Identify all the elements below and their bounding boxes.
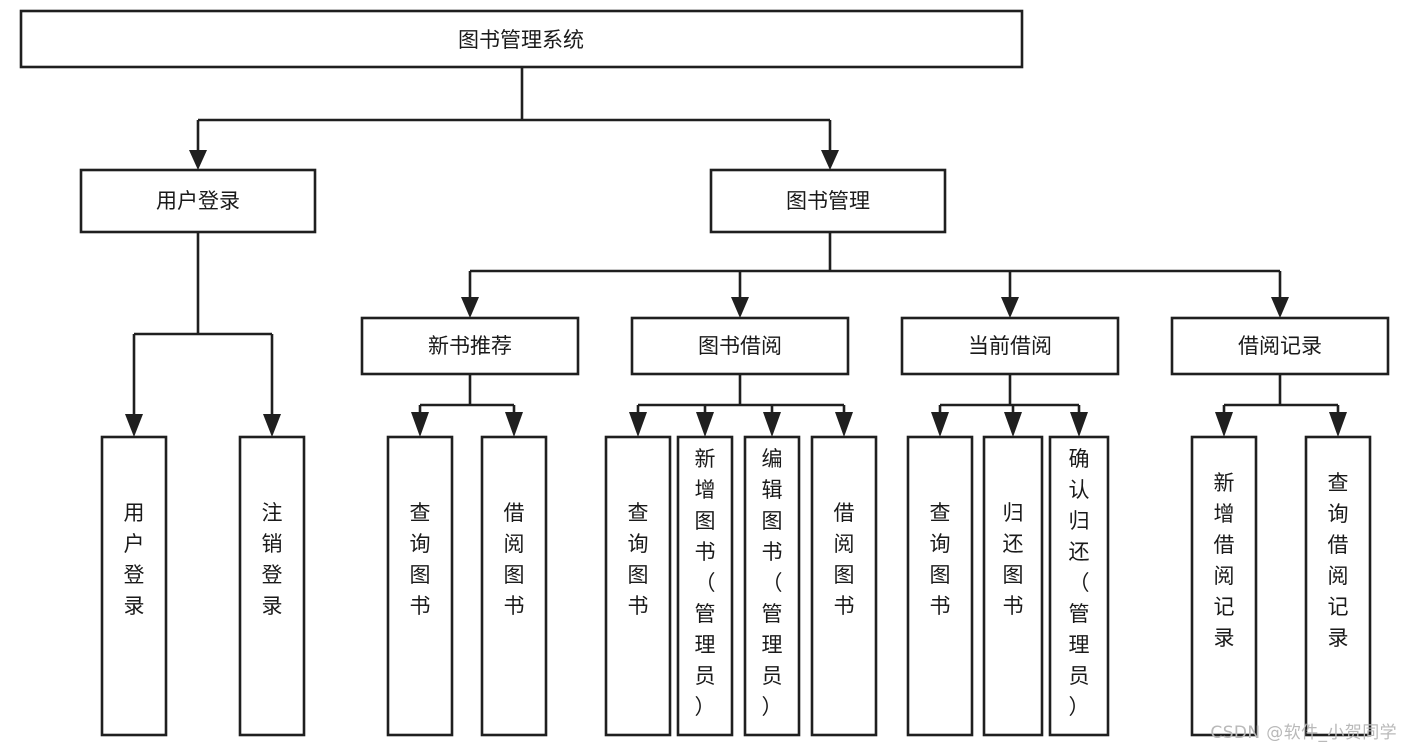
arrowhead-current-borrow (1001, 297, 1019, 318)
arrowhead-leaf-query-record (1329, 412, 1347, 437)
node-leaf-query-book-1[interactable]: 查询图书 (386, 435, 454, 737)
node-new-book-rec-box[interactable] (360, 316, 580, 376)
arrowhead-leaf-add-record (1215, 412, 1233, 437)
node-leaf-logout[interactable]: 注销登录 (238, 435, 306, 737)
node-leaf-user-login-label: 用户登录 (124, 501, 145, 618)
node-leaf-logout-box[interactable] (238, 435, 306, 737)
node-current-borrow[interactable]: 当前借阅 (900, 316, 1120, 376)
arrowhead-leaf-edit-book (763, 412, 781, 437)
arrowhead-book-borrow (731, 297, 749, 318)
arrowhead-user-login (189, 150, 207, 170)
node-leaf-borrow-book-1-label: 借阅图书 (504, 501, 525, 618)
node-leaf-query-record-label: 查询借阅记录 (1328, 471, 1349, 650)
arrowhead-leaf-logout (263, 414, 281, 437)
arrowhead-leaf-confirm-return (1070, 412, 1088, 437)
node-leaf-query-book-1-label: 查询图书 (410, 501, 431, 618)
node-leaf-edit-book-label: 编辑图书（管理员） (762, 447, 783, 719)
node-current-borrow-box[interactable] (900, 316, 1120, 376)
csdn-watermark: CSDN @软件_小贺同学 (1210, 723, 1397, 743)
node-leaf-return-book[interactable]: 归还图书 (982, 435, 1044, 737)
node-leaf-query-book-3-label: 查询图书 (930, 501, 951, 618)
arrowhead-new-book-rec (461, 297, 479, 318)
node-leaf-add-book[interactable]: 新增图书（管理员） (676, 435, 734, 737)
connector-group-book-borrow (629, 374, 853, 437)
node-leaf-user-login-box[interactable] (100, 435, 168, 737)
node-book-borrow[interactable]: 图书借阅 (630, 316, 850, 376)
node-leaf-query-book-2-box[interactable] (604, 435, 672, 737)
arrowhead-leaf-return-book (1004, 412, 1022, 437)
arrowhead-borrow-record (1271, 297, 1289, 318)
arrowhead-leaf-query-book-2 (629, 412, 647, 437)
node-leaf-add-record[interactable]: 新增借阅记录 (1190, 435, 1258, 737)
node-leaf-confirm-return[interactable]: 确认归还（管理员） (1048, 435, 1110, 737)
node-leaf-return-book-label: 归还图书 (1003, 501, 1024, 618)
node-leaf-borrow-book-2[interactable]: 借阅图书 (810, 435, 878, 737)
arrowhead-book-manage (821, 150, 839, 170)
node-leaf-confirm-return-box[interactable] (1048, 435, 1110, 737)
node-leaf-borrow-book-2-box[interactable] (810, 435, 878, 737)
connector-group-user-login (125, 232, 281, 437)
node-book-manage-label: 图书管理 (786, 189, 870, 213)
connector-group-borrow-record (1215, 374, 1347, 437)
node-leaf-add-book-box[interactable] (676, 435, 734, 737)
node-leaf-add-record-label: 新增借阅记录 (1214, 471, 1235, 650)
arrowhead-leaf-user-login (125, 414, 143, 437)
node-book-borrow-label: 图书借阅 (698, 334, 782, 358)
node-leaf-add-book-label: 新增图书（管理员） (695, 447, 716, 719)
arrowhead-leaf-borrow-book-2 (835, 412, 853, 437)
node-leaf-edit-book-box[interactable] (743, 435, 801, 737)
connector-group-current-borrow (931, 374, 1088, 437)
node-new-book-rec[interactable]: 新书推荐 (360, 316, 580, 376)
node-root-label: 图书管理系统 (458, 28, 584, 52)
arrowhead-leaf-query-book-1 (411, 412, 429, 437)
node-borrow-record[interactable]: 借阅记录 (1170, 316, 1390, 376)
node-leaf-query-book-2-label: 查询图书 (628, 501, 649, 618)
node-leaf-borrow-book-1[interactable]: 借阅图书 (480, 435, 548, 737)
node-borrow-record-label: 借阅记录 (1238, 334, 1322, 358)
node-root-box[interactable] (19, 9, 1024, 69)
node-leaf-edit-book[interactable]: 编辑图书（管理员） (743, 435, 801, 737)
arrowhead-leaf-query-book-3 (931, 412, 949, 437)
node-book-borrow-box[interactable] (630, 316, 850, 376)
node-leaf-borrow-book-1-box[interactable] (480, 435, 548, 737)
node-leaf-query-book-3[interactable]: 查询图书 (906, 435, 974, 737)
node-user-login[interactable]: 用户登录 (79, 168, 317, 234)
node-leaf-return-book-box[interactable] (982, 435, 1044, 737)
connector-group-root (189, 67, 839, 170)
node-leaf-query-record-box[interactable] (1304, 435, 1372, 737)
node-user-login-box[interactable] (79, 168, 317, 234)
node-leaf-add-record-box[interactable] (1190, 435, 1258, 737)
node-leaf-query-book-3-box[interactable] (906, 435, 974, 737)
arrowhead-leaf-borrow-book-1 (505, 412, 523, 437)
node-book-manage[interactable]: 图书管理 (709, 168, 947, 234)
node-leaf-logout-label: 注销登录 (262, 501, 283, 618)
node-leaf-confirm-return-label: 确认归还（管理员） (1069, 447, 1090, 719)
node-book-manage-box[interactable] (709, 168, 947, 234)
node-leaf-query-book-1-box[interactable] (386, 435, 454, 737)
node-leaf-query-book-2[interactable]: 查询图书 (604, 435, 672, 737)
arrowhead-leaf-add-book (696, 412, 714, 437)
node-leaf-query-record[interactable]: 查询借阅记录 (1304, 435, 1372, 737)
node-root[interactable]: 图书管理系统 (19, 9, 1024, 69)
node-borrow-record-box[interactable] (1170, 316, 1390, 376)
node-user-login-label: 用户登录 (156, 189, 240, 213)
node-current-borrow-label: 当前借阅 (968, 334, 1052, 358)
node-leaf-user-login[interactable]: 用户登录 (100, 435, 168, 737)
node-leaf-borrow-book-2-label: 借阅图书 (834, 501, 855, 618)
connector-group-new-book-rec (411, 374, 523, 437)
connector-group-book-manage (461, 232, 1289, 318)
node-new-book-rec-label: 新书推荐 (428, 334, 512, 358)
